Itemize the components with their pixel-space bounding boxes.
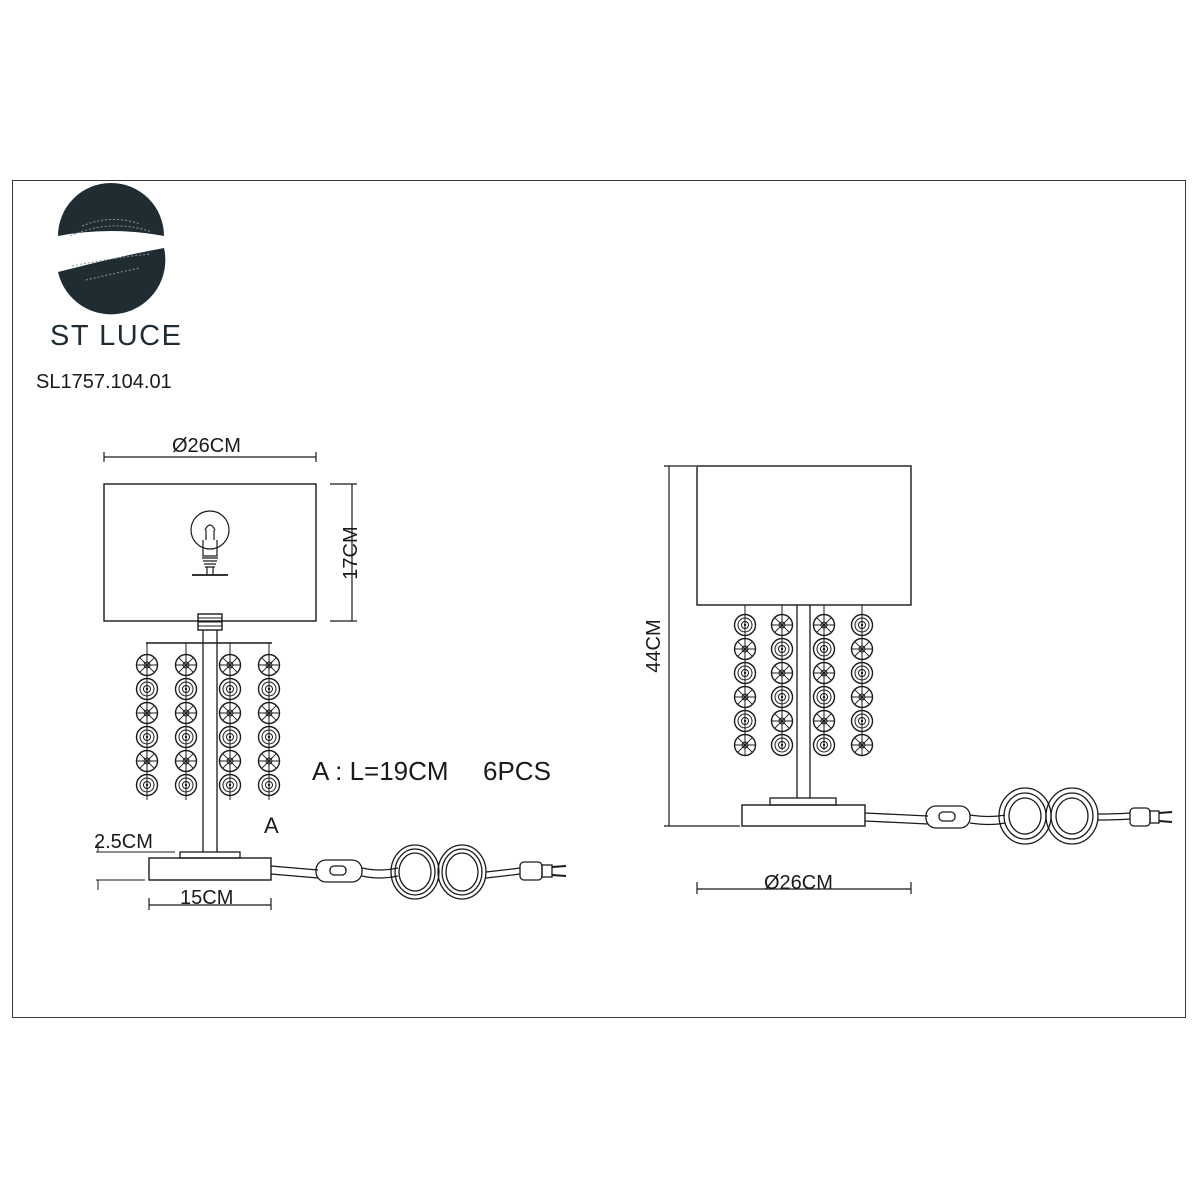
base-width-label: 15CM xyxy=(180,887,234,909)
crystal-strand xyxy=(218,643,242,800)
crystal-strand xyxy=(770,605,794,757)
crystal-strand xyxy=(850,605,874,757)
crystal-marker: A xyxy=(264,813,279,838)
side-view xyxy=(664,465,1173,894)
brand-name: ST LUCE xyxy=(50,320,183,352)
crystal-strand xyxy=(733,605,757,757)
shade-diameter-label: Ø26CM xyxy=(172,435,241,457)
power-cord xyxy=(864,787,1173,845)
power-cord xyxy=(270,844,567,900)
side-crystal-strands xyxy=(733,605,874,757)
crystal-strand xyxy=(135,643,159,800)
crystal-strand xyxy=(174,643,198,800)
base-height-label: 2.5CM xyxy=(94,831,153,853)
crystal-length-note: A : L=19CM xyxy=(312,756,449,786)
shade-height-label: 17CM xyxy=(340,526,362,580)
side-base-diameter-label: Ø26CM xyxy=(764,872,833,894)
front-view xyxy=(96,452,567,910)
front-crystal-strands xyxy=(135,643,281,800)
spiral-s-logo xyxy=(58,183,166,315)
model-number: SL1757.104.01 xyxy=(36,371,172,393)
crystal-strand xyxy=(257,643,281,800)
crystal-quantity: 6PCS xyxy=(483,756,551,786)
drawing-frame xyxy=(12,180,1186,1018)
bulb-icon xyxy=(190,510,230,576)
total-height-label: 44CM xyxy=(643,619,665,673)
crystal-strand xyxy=(812,605,836,757)
